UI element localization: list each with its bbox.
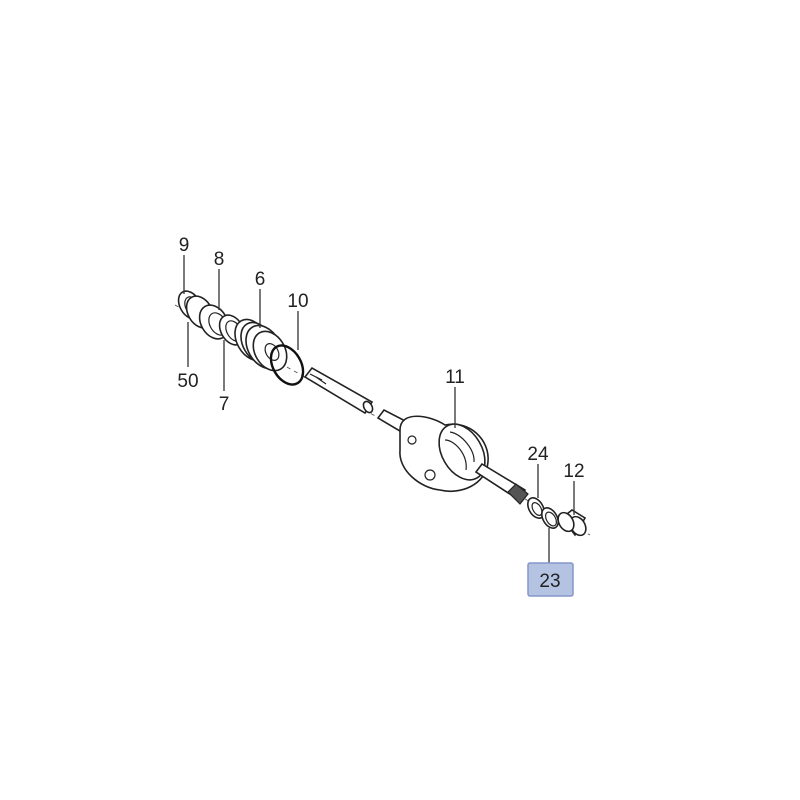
callout-10[interactable]: 10 xyxy=(287,291,308,312)
callout-7[interactable]: 7 xyxy=(219,394,230,415)
part-10-o-ring[interactable] xyxy=(264,340,309,390)
part-12-cap[interactable] xyxy=(555,509,589,538)
callout-24[interactable]: 24 xyxy=(527,444,549,465)
part-23-ring[interactable] xyxy=(538,505,561,531)
callout-23-highlight[interactable] xyxy=(527,562,574,597)
callout-50[interactable]: 50 xyxy=(177,371,198,392)
callout-12[interactable]: 12 xyxy=(563,461,584,482)
shaft xyxy=(303,366,374,415)
callout-9[interactable]: 9 xyxy=(179,235,190,256)
callout-23[interactable]: 23 xyxy=(539,571,560,592)
callout-11[interactable]: 11 xyxy=(445,367,465,388)
part-6-piston[interactable] xyxy=(228,313,293,376)
part-11-universal-joint[interactable] xyxy=(376,408,529,505)
callout-6[interactable]: 6 xyxy=(255,269,266,290)
callout-8[interactable]: 8 xyxy=(214,249,225,270)
